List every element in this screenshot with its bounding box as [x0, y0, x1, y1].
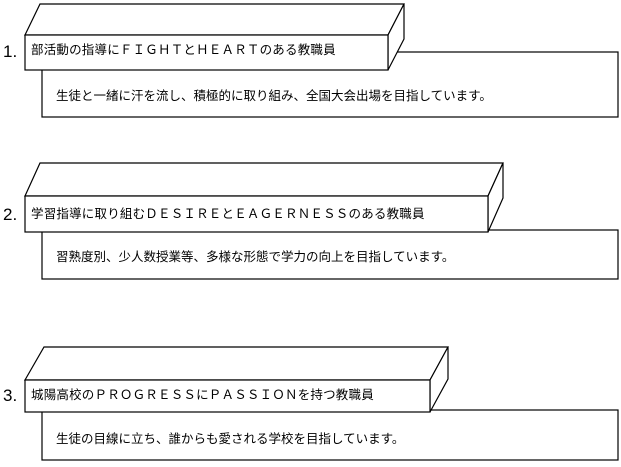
item-1-title-box-top — [24, 3, 405, 36]
item-1-title-box-front — [24, 34, 389, 71]
item-2-title-box-front — [24, 195, 489, 233]
item-2-boxes — [24, 162, 619, 280]
item-3-number: 3. — [3, 386, 18, 405]
item-3-boxes — [23, 346, 619, 461]
item-3-title: 城陽高校のＰＲＯＧＲＥＳＳにＰＡＳＳＩＯＮを持つ教職員 — [31, 387, 374, 402]
item-1-number: 1. — [3, 42, 18, 61]
item-2-title: 学習指導に取り組むＤＥＳＩＲＥとＥＡＧＥＲＮＥＳＳのある教職員 — [31, 206, 425, 221]
item-3-description: 生徒の目線に立ち、誰からも愛される学校を目指しています。 — [56, 431, 405, 446]
item-2-description-box — [41, 229, 619, 280]
item-2-description: 習熟度別、少人数授業等、多様な形態で学力の向上を目指しています。 — [56, 249, 455, 264]
item-3-title-box-top — [23, 346, 450, 381]
item-1-boxes — [24, 3, 619, 118]
item-2-title-box-top — [24, 162, 504, 197]
item-2-number: 2. — [3, 205, 18, 224]
item-3-title-box-front — [24, 379, 431, 413]
item-1-title: 部活動の指導にＦＩＧＨＴとＨＥＡＲＴのある教職員 — [31, 42, 336, 57]
item-1-description: 生徒と一緒に汗を流し、積極的に取り組み、全国大会出場を目指しています。 — [56, 88, 492, 103]
